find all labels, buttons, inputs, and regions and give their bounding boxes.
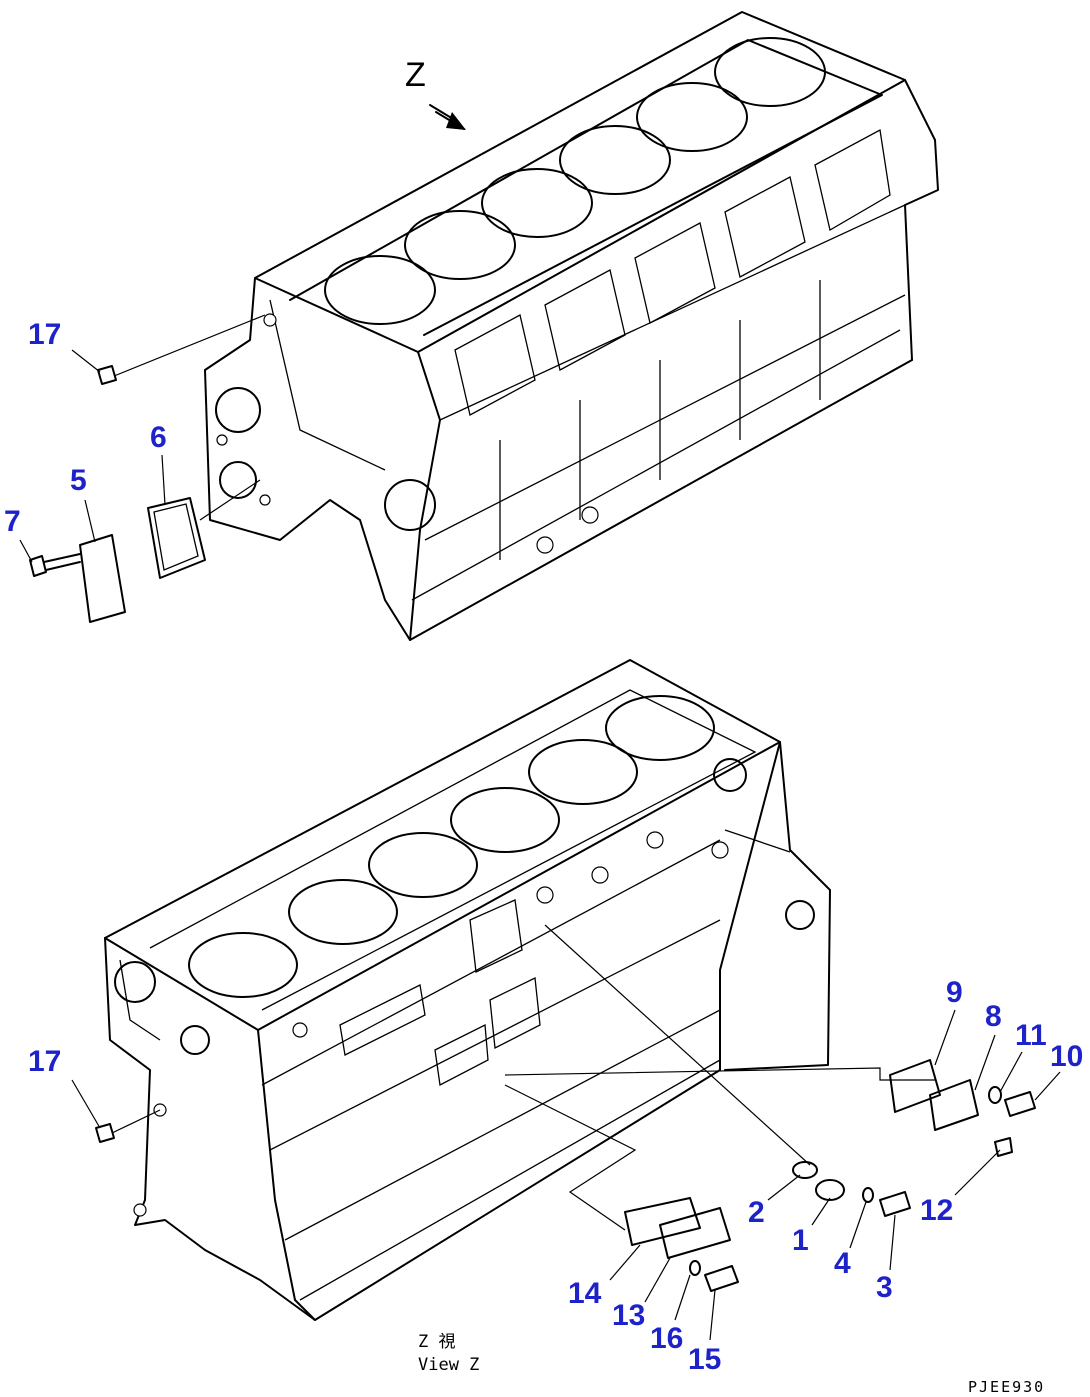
label-part-1: 1 xyxy=(792,1224,809,1257)
bolt-part-10 xyxy=(1004,1091,1036,1117)
label-part-14: 14 xyxy=(568,1277,602,1310)
label-part-4: 4 xyxy=(834,1247,851,1280)
label-part-15: 15 xyxy=(688,1343,721,1376)
washer-part-11 xyxy=(988,1086,1002,1104)
view-z-indicator: Z xyxy=(405,56,466,130)
view-caption-line2: View Z xyxy=(418,1355,479,1375)
label-part-5: 5 xyxy=(70,464,87,497)
label-part-2: 2 xyxy=(748,1196,765,1229)
bottom-exploded-parts xyxy=(95,924,1036,1292)
label-leaders xyxy=(19,349,1061,1341)
label-part-17-top: 17 xyxy=(28,318,61,351)
label-part-3: 3 xyxy=(876,1271,893,1304)
label-part-9: 9 xyxy=(946,976,963,1009)
washer-part-16 xyxy=(689,1260,701,1276)
cover-plate-part-5 xyxy=(79,534,126,623)
label-part-12: 12 xyxy=(920,1194,953,1227)
label-part-16: 16 xyxy=(650,1322,683,1355)
gasket-part-2 xyxy=(792,1161,818,1179)
label-part-13: 13 xyxy=(612,1299,645,1332)
cover-part-13 xyxy=(659,1207,731,1259)
cover-part-8 xyxy=(929,1079,979,1131)
label-part-7: 7 xyxy=(4,505,21,538)
cylinder-block-top-view xyxy=(204,11,939,641)
label-part-11: 11 xyxy=(1015,1019,1047,1052)
view-caption: Z 視 View Z xyxy=(418,1332,479,1375)
label-part-8: 8 xyxy=(985,1000,1002,1033)
cover-part-1 xyxy=(815,1179,845,1201)
label-part-6: 6 xyxy=(150,421,167,454)
label-part-10: 10 xyxy=(1050,1040,1083,1073)
cylinder-block-bottom-view xyxy=(104,659,831,1321)
bolt-part-3 xyxy=(879,1191,911,1217)
plug-part-17-bottom xyxy=(95,1123,115,1143)
view-caption-line1: Z 視 xyxy=(418,1332,455,1352)
bolt-part-15 xyxy=(704,1265,739,1292)
gasket-part-14 xyxy=(624,1197,701,1246)
gasket-part-9 xyxy=(889,1059,941,1113)
bolt-part-7 xyxy=(29,555,47,577)
part-number-labels: 17 6 5 7 17 9 8 11 10 12 2 1 4 3 14 13 1… xyxy=(4,318,1083,1376)
view-z-letter: Z xyxy=(405,56,426,94)
label-part-17-bottom: 17 xyxy=(28,1045,61,1078)
washer-part-4 xyxy=(862,1187,874,1203)
bolt-part-12 xyxy=(994,1137,1013,1157)
plug-part-17-top xyxy=(97,365,117,385)
gasket-part-6 xyxy=(147,497,206,579)
top-exploded-parts xyxy=(29,314,266,623)
drawing-code: PJEE930 xyxy=(968,1378,1045,1396)
